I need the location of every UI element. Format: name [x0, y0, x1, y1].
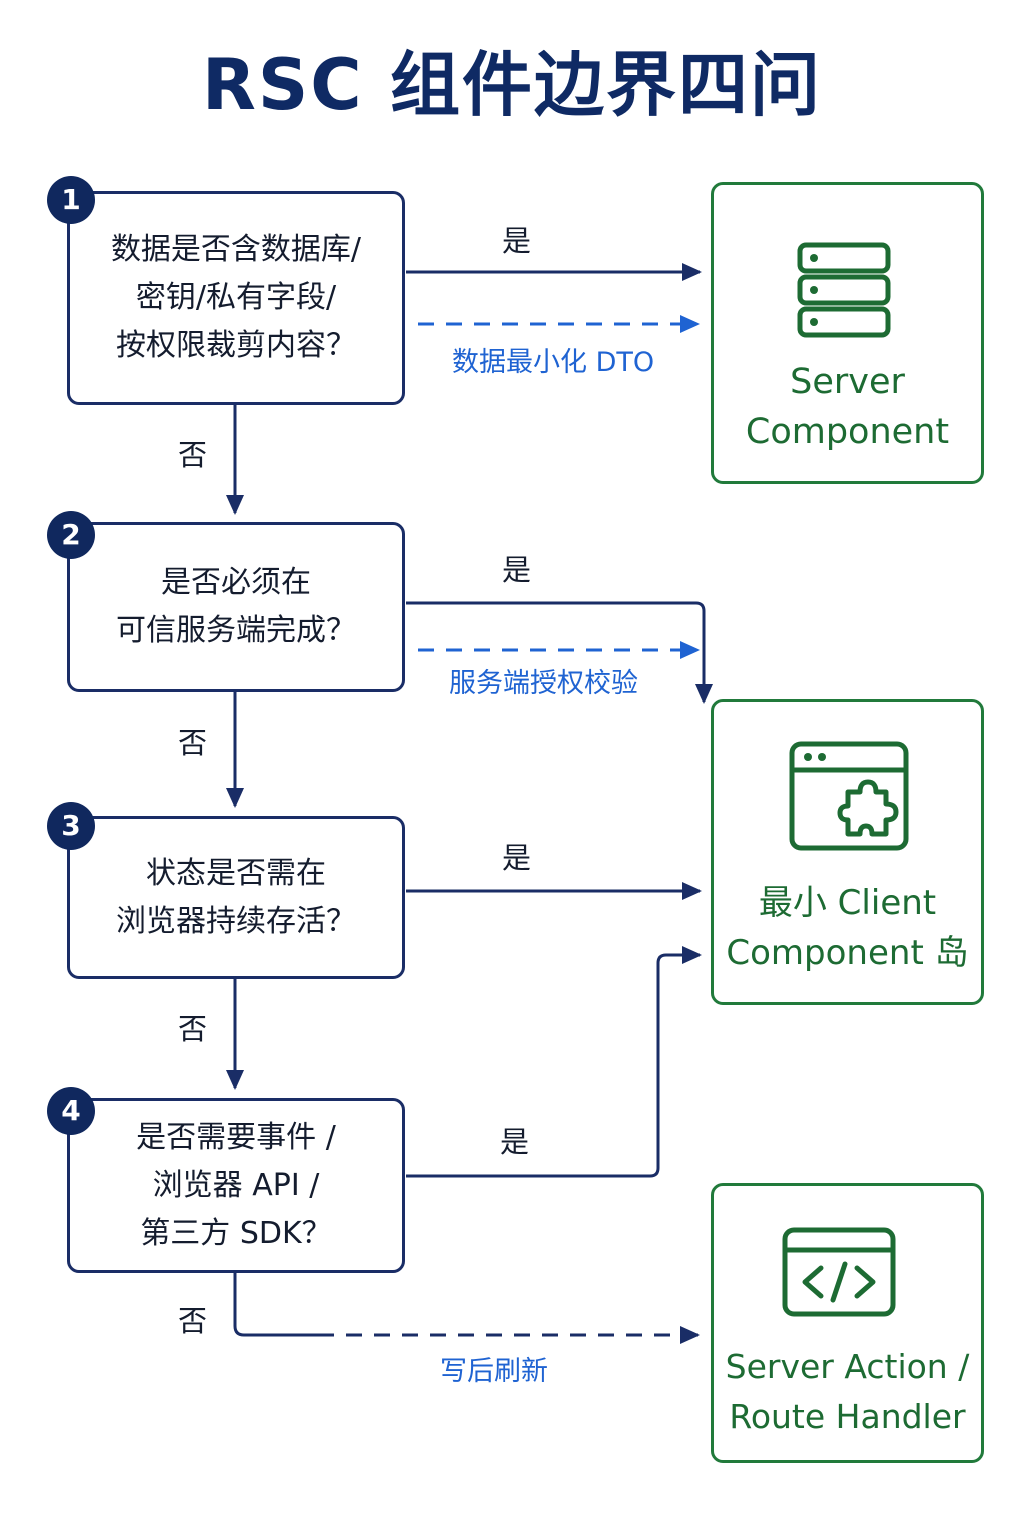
- q3-yes-label: 是: [502, 841, 532, 875]
- q4-dashed-note: 写后刷新: [440, 1356, 548, 1387]
- step-badge-4: 4: [47, 1087, 95, 1135]
- question-box-2: 是否必须在 可信服务端完成？: [67, 522, 405, 692]
- q1-dashed-note: 数据最小化 DTO: [452, 347, 655, 378]
- q2-dashed-note: 服务端授权校验: [449, 668, 638, 699]
- question-text-2: 是否必须在 可信服务端完成？: [116, 565, 356, 648]
- browser-puzzle-icon: [789, 741, 909, 851]
- outcome-client-component: 最小 Client Component 岛: [711, 699, 984, 1005]
- q4-yes-arrow: [406, 946, 702, 1178]
- q1-no-label: 否: [178, 438, 208, 472]
- question-text-4: 是否需要事件 / 浏览器 API / 第三方 SDK？: [136, 1119, 336, 1251]
- question-text-1: 数据是否含数据库/ 密钥/私有字段/ 按权限裁剪内容？: [110, 232, 362, 363]
- q4-yes-label: 是: [500, 1125, 530, 1159]
- browser-code-icon: [782, 1227, 896, 1317]
- outcome-server-action: Server Action / Route Handler: [711, 1183, 984, 1463]
- q4-no-label: 否: [178, 1304, 208, 1338]
- outcome-server-component-text: Server Component: [745, 362, 950, 452]
- q1-yes-label: 是: [502, 224, 532, 258]
- q2-yes-arrow: [406, 601, 713, 704]
- q3-no-label: 否: [178, 1012, 208, 1046]
- q2-no-label: 否: [178, 726, 208, 760]
- q2-yes-label: 是: [502, 553, 532, 587]
- page-title: RSC 组件边界四问: [201, 44, 823, 126]
- q4-no-arrow-solid: [233, 1273, 318, 1337]
- server-icon: [797, 242, 891, 338]
- question-box-1: 数据是否含数据库/ 密钥/私有字段/ 按权限裁剪内容？: [67, 191, 405, 405]
- step-badge-2: 2: [47, 511, 95, 559]
- question-text-3: 状态是否需在 浏览器持续存活？: [116, 855, 356, 939]
- question-box-4: 是否需要事件 / 浏览器 API / 第三方 SDK？: [67, 1098, 405, 1273]
- outcome-client-component-text: 最小 Client Component 岛: [726, 883, 969, 973]
- step-badge-3: 3: [47, 802, 95, 850]
- outcome-server-component: Server Component: [711, 182, 984, 484]
- outcome-server-action-text: Server Action / Route Handler: [725, 1347, 970, 1436]
- question-box-3: 状态是否需在 浏览器持续存活？: [67, 816, 405, 979]
- step-badge-1: 1: [47, 176, 95, 224]
